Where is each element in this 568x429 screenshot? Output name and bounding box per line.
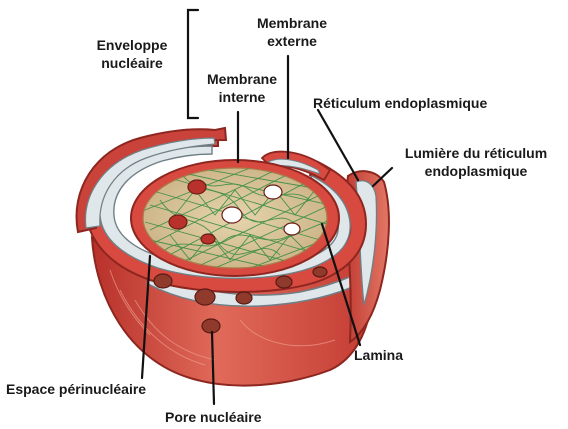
label-membrane-interne: Membrane interne	[194, 70, 290, 106]
leader-lines	[140, 8, 394, 406]
label-enveloppe-nucleaire: Enveloppe nucléaire	[84, 36, 180, 72]
bracket-enveloppe	[186, 8, 200, 120]
leader-espace	[140, 254, 152, 380]
leader-pore	[210, 330, 216, 406]
label-reticulum-endoplasmique: Réticulum endoplasmique	[313, 95, 488, 111]
leader-lamina	[320, 222, 362, 347]
label-membrane-externe-line2: externe	[267, 33, 317, 49]
outer-pores	[153, 266, 328, 334]
label-pore-nucleaire: Pore nucléaire	[165, 409, 262, 425]
label-lumiere-line2: endoplasmique	[424, 163, 528, 179]
inner-pores	[168, 179, 301, 245]
label-espace-perinucleaire: Espace périnucléaire	[6, 381, 147, 397]
label-lumiere-line1: Lumière du réticulum	[404, 145, 548, 161]
label-lamina: Lamina	[354, 347, 404, 363]
label-lumiere-reticulum: Lumière du réticulum endoplasmique	[388, 144, 564, 180]
leader-reticulum	[316, 108, 360, 182]
leader-lumiere	[371, 166, 394, 188]
label-membrane-externe-line1: Membrane	[256, 15, 328, 31]
label-membrane-interne-line1: Membrane	[206, 71, 278, 87]
label-membrane-interne-line2: interne	[218, 89, 266, 105]
er-top-left-lumen	[84, 137, 216, 229]
label-enveloppe-line1: Enveloppe	[96, 37, 168, 53]
label-membrane-externe: Membrane externe	[244, 14, 340, 50]
label-enveloppe-line2: nucléaire	[101, 55, 163, 71]
